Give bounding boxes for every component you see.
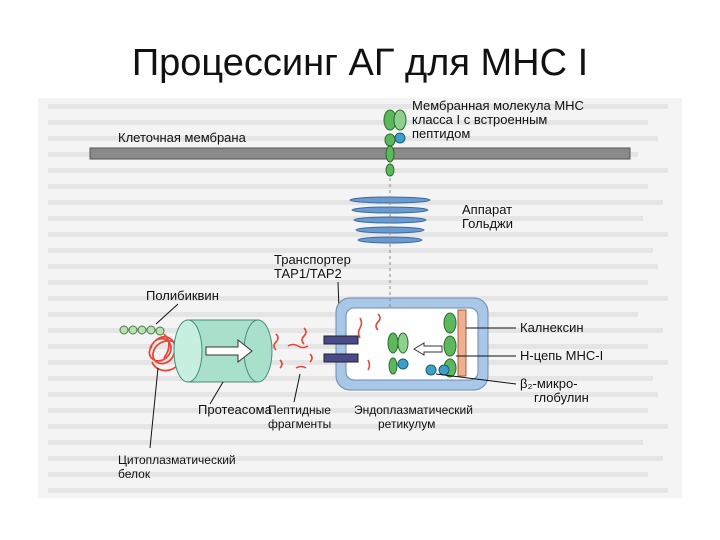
b2-pointer [435, 373, 517, 385]
calnexin-label: Калнексин [520, 320, 584, 335]
er-mhc-h-chain [443, 312, 457, 378]
proteasome [173, 319, 273, 383]
b2-microglobulin-label: β₂-микро- глобулин [520, 376, 589, 405]
peptide-fragments [273, 327, 313, 369]
er-arrow-left [413, 342, 443, 356]
proteasome-label: Протеасома [198, 402, 273, 417]
mhc-membrane-label: Мембранная молекула МНС класса I с встро… [412, 98, 588, 141]
antigen-processing-figure: Клеточная мембрана Мембранная молекула М… [38, 98, 682, 498]
er-peptides [357, 313, 381, 371]
tap-transporter [323, 335, 359, 363]
cyto-protein-label: Цитоплазматический белок [118, 453, 239, 481]
transporter-label: Транспортер ТАР1/ТАР2 [274, 252, 354, 281]
cell-membrane [89, 147, 631, 160]
golgi-apparatus [349, 196, 431, 244]
peptide-fragments-pointer [293, 373, 301, 403]
peptide-fragments-label: Пептидные фрагменты [268, 403, 334, 431]
er-label: Эндоплазматический ретикулум [354, 403, 476, 431]
polyubiquitin-label: Полибиквин [146, 288, 219, 303]
cyto-protein-pointer [149, 367, 159, 449]
calnexin [457, 309, 467, 377]
membrane-mhc-molecule [383, 109, 407, 177]
golgi-label: Аппарат Гольджи [462, 202, 516, 231]
h-chain-label: Н-цепь МНС-I [520, 348, 603, 363]
slide-title: Процессинг АГ для МНС I [131, 42, 589, 84]
er-peptide-loading-complex [387, 332, 409, 375]
polyubiquitin-chain [119, 325, 165, 336]
membrane-label: Клеточная мембрана [118, 130, 247, 145]
polyubiquitin-pointer [155, 303, 179, 325]
proteasome-pointer [209, 381, 224, 405]
